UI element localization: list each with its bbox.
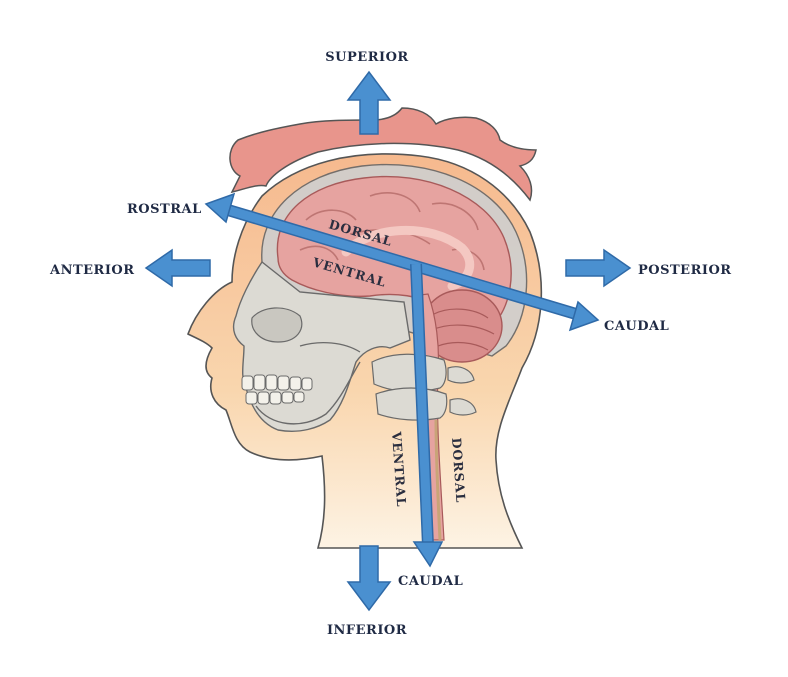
- posterior-label: POSTERIOR: [638, 263, 732, 278]
- vertebrae: [371, 353, 477, 421]
- rostral-caudal-axis: [204, 192, 600, 332]
- inferior-arrow: [346, 545, 392, 612]
- cheekbone: [299, 341, 361, 353]
- superior-arrow: [346, 70, 392, 135]
- brain-folds: [299, 192, 485, 271]
- skull-face: [232, 260, 411, 432]
- inferior-label: INFERIOR: [327, 623, 407, 638]
- spinal-cord: [434, 419, 442, 541]
- dorsal-spine-label: DORSAL: [449, 437, 469, 504]
- anterior-arrow: [144, 248, 211, 288]
- posterior-arrow: [565, 248, 632, 288]
- superior-label: SUPERIOR: [325, 50, 408, 65]
- caudal-upper-label: CAUDAL: [604, 319, 669, 334]
- cerebellum-folds: [431, 308, 495, 351]
- caudal-lower-label: CAUDAL: [398, 574, 463, 589]
- rostral-arrowhead: [204, 192, 236, 224]
- ventral-spine-label: VENTRAL: [389, 430, 409, 508]
- caudal-arrowhead: [568, 300, 600, 332]
- anterior-label: ANTERIOR: [49, 263, 135, 278]
- teeth: [241, 374, 313, 405]
- eye-socket: [251, 307, 303, 343]
- hair: [229, 107, 537, 202]
- corpus-callosum: [341, 226, 475, 291]
- rostral-label: ROSTRAL: [127, 202, 202, 217]
- caudal-down-arrowhead: [412, 541, 444, 568]
- jawbone: [255, 361, 361, 425]
- spinal-axis: [410, 263, 444, 568]
